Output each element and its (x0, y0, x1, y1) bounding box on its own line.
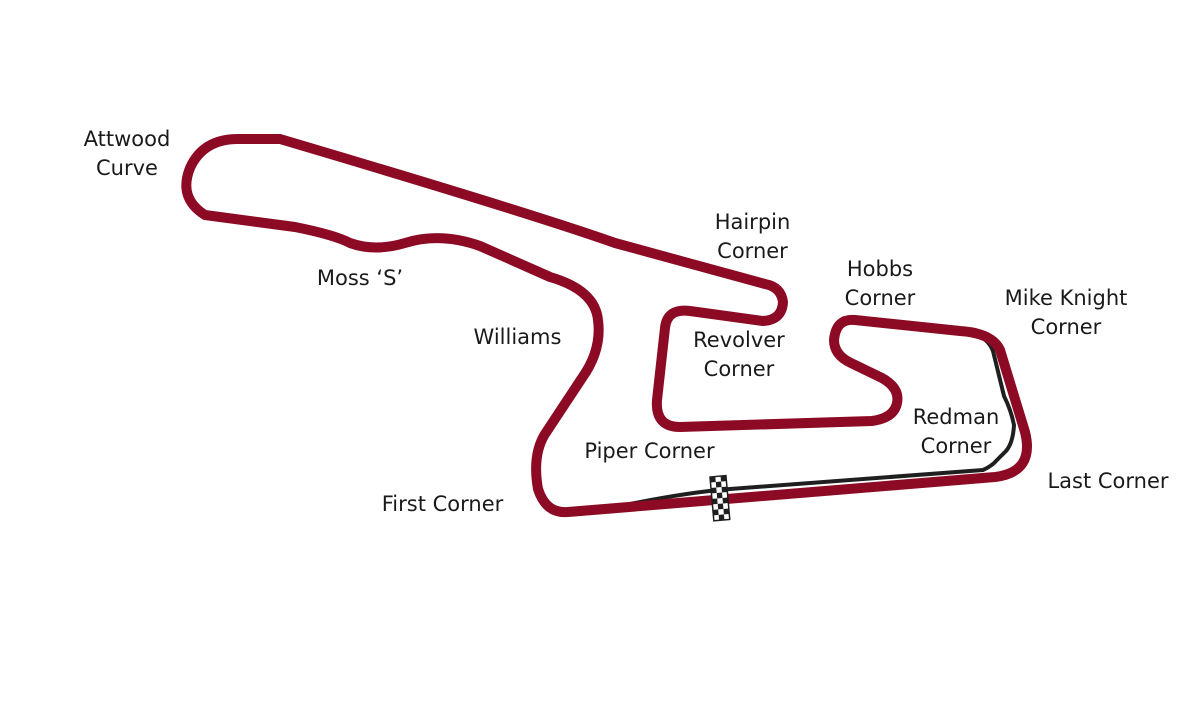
corner-label-mike-knight-corner: Mike Knight Corner (1004, 286, 1128, 339)
corner-label-first-corner: First Corner (381, 492, 504, 516)
corner-label-moss-s: Moss ‘S’ (316, 266, 404, 290)
corner-label-piper-corner: Piper Corner (584, 439, 715, 463)
corner-label-revolver-corner: Revolver Corner (693, 328, 785, 381)
corner-label-hobbs-corner: Hobbs Corner (844, 257, 916, 310)
corner-label-last-corner: Last Corner (1047, 469, 1169, 493)
corner-label-hairpin-corner: Hairpin Corner (714, 210, 791, 263)
corner-label-redman-corner: Redman Corner (912, 405, 1000, 458)
track (181, 134, 1032, 518)
corner-label-williams: Williams (473, 325, 562, 349)
checkered-flag-icon (709, 474, 731, 522)
corner-label-attwood-curve: Attwood Curve (83, 127, 171, 180)
